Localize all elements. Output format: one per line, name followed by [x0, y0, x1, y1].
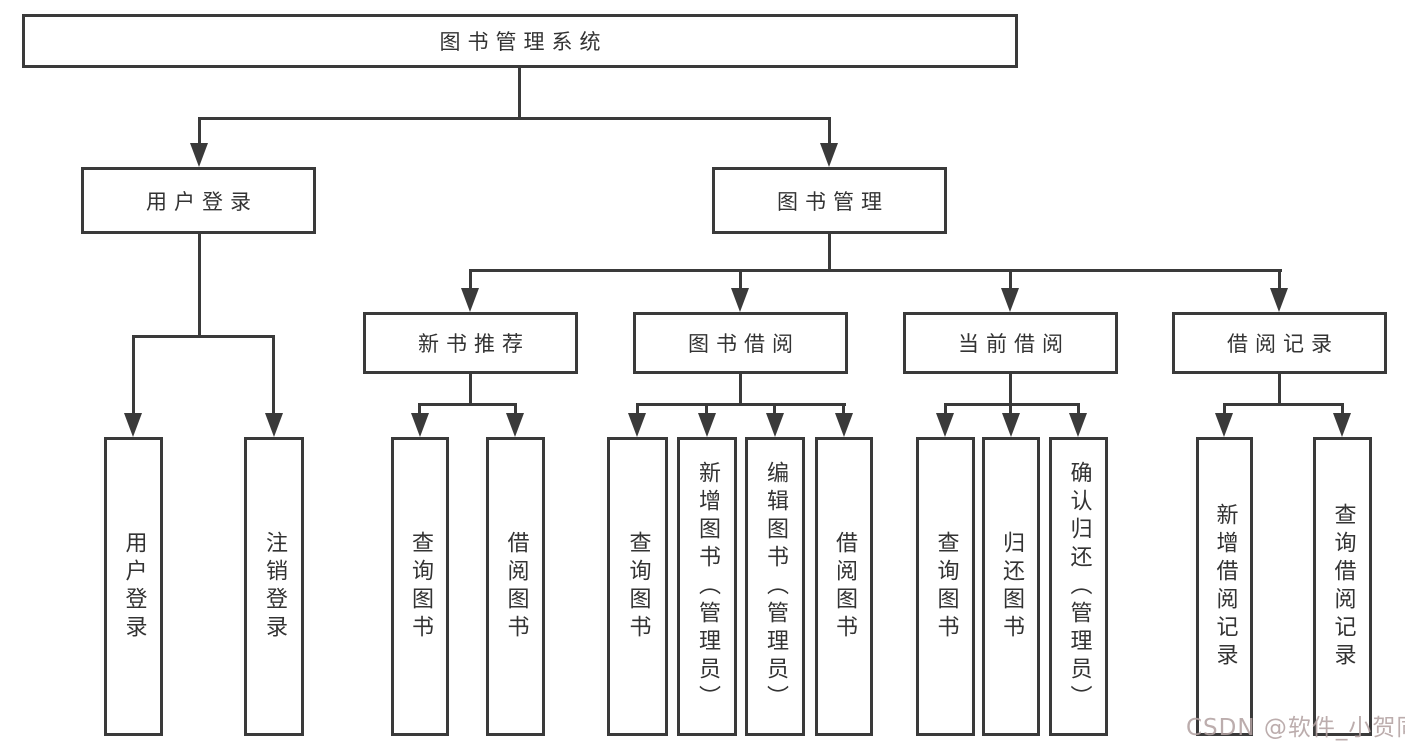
leaf-cb-query-books: 查询图书 [916, 437, 975, 736]
node-borrowing-records: 借阅记录 [1172, 312, 1387, 374]
connector-vline [1009, 374, 1012, 406]
connector-hline [469, 269, 1282, 272]
node-current-borrowing: 当前借阅 [903, 312, 1118, 374]
arrow-down-icon [506, 413, 524, 437]
leaf-user-login: 用户登录 [104, 437, 163, 736]
connector-vline [739, 374, 742, 406]
leaf-br-query-record: 查询借阅记录 [1313, 437, 1372, 736]
connector-vline [518, 68, 521, 118]
connector-vline [198, 234, 201, 338]
leaf-bb-edit-books-admin: 编辑图书（管理员） [745, 437, 805, 736]
node-user-login: 用户登录 [81, 167, 316, 234]
leaf-cb-confirm-return-admin: 确认归还（管理员） [1049, 437, 1108, 736]
connector-vline [1341, 403, 1344, 419]
node-new-book-recommend: 新书推荐 [363, 312, 578, 374]
leaf-bb-borrow-books: 借阅图书 [815, 437, 873, 736]
leaf-bb-add-books-admin: 新增图书（管理员） [677, 437, 737, 736]
watermark: CSDN @软件_小贺同学 [1186, 715, 1405, 741]
connector-vline [944, 403, 947, 419]
connector-vline [1077, 403, 1080, 419]
arrow-down-icon [820, 143, 838, 167]
connector-hline [944, 403, 1080, 406]
node-book-management: 图书管理 [712, 167, 947, 234]
arrow-down-icon [461, 288, 479, 312]
connector-vline [1278, 269, 1281, 291]
arrow-down-icon [1270, 288, 1288, 312]
leaf-nbr-query-books: 查询图书 [391, 437, 449, 736]
arrow-down-icon [1333, 413, 1351, 437]
connector-hline [1223, 403, 1344, 406]
connector-vline [828, 117, 831, 147]
leaf-nbr-borrow-books: 借阅图书 [486, 437, 545, 736]
connector-vline [198, 117, 201, 147]
connector-vline [1009, 269, 1012, 291]
connector-vline [1278, 374, 1281, 406]
connector-hline [198, 117, 831, 120]
arrow-down-icon [190, 143, 208, 167]
connector-vline [418, 403, 421, 419]
arrow-down-icon [411, 413, 429, 437]
connector-vline [828, 234, 831, 272]
connector-vline [1223, 403, 1226, 419]
connector-vline [272, 335, 275, 419]
arrow-down-icon [124, 413, 142, 437]
arrow-down-icon [698, 413, 716, 437]
arrow-down-icon [835, 413, 853, 437]
leaf-cb-return-books: 归还图书 [982, 437, 1040, 736]
arrow-down-icon [1001, 288, 1019, 312]
node-system-root: 图书管理系统 [22, 14, 1018, 68]
arrow-down-icon [731, 288, 749, 312]
connector-vline [842, 403, 845, 419]
connector-hline [418, 403, 517, 406]
connector-hline [132, 335, 275, 338]
connector-vline [705, 403, 708, 419]
arrow-down-icon [1002, 413, 1020, 437]
arrow-down-icon [936, 413, 954, 437]
arrow-down-icon [1069, 413, 1087, 437]
connector-vline [514, 403, 517, 419]
arrow-down-icon [1215, 413, 1233, 437]
connector-vline [1009, 403, 1012, 419]
connector-hline [636, 403, 846, 406]
connector-vline [469, 269, 472, 291]
node-book-borrowing: 图书借阅 [633, 312, 848, 374]
arrow-down-icon [628, 413, 646, 437]
connector-vline [132, 335, 135, 419]
connector-vline [773, 403, 776, 419]
connector-vline [739, 269, 742, 291]
arrow-down-icon [265, 413, 283, 437]
leaf-br-add-record: 新增借阅记录 [1196, 437, 1253, 736]
leaf-logout-login: 注销登录 [244, 437, 304, 736]
arrow-down-icon [766, 413, 784, 437]
connector-vline [636, 403, 639, 419]
leaf-bb-query-books: 查询图书 [607, 437, 668, 736]
connector-vline [469, 374, 472, 406]
